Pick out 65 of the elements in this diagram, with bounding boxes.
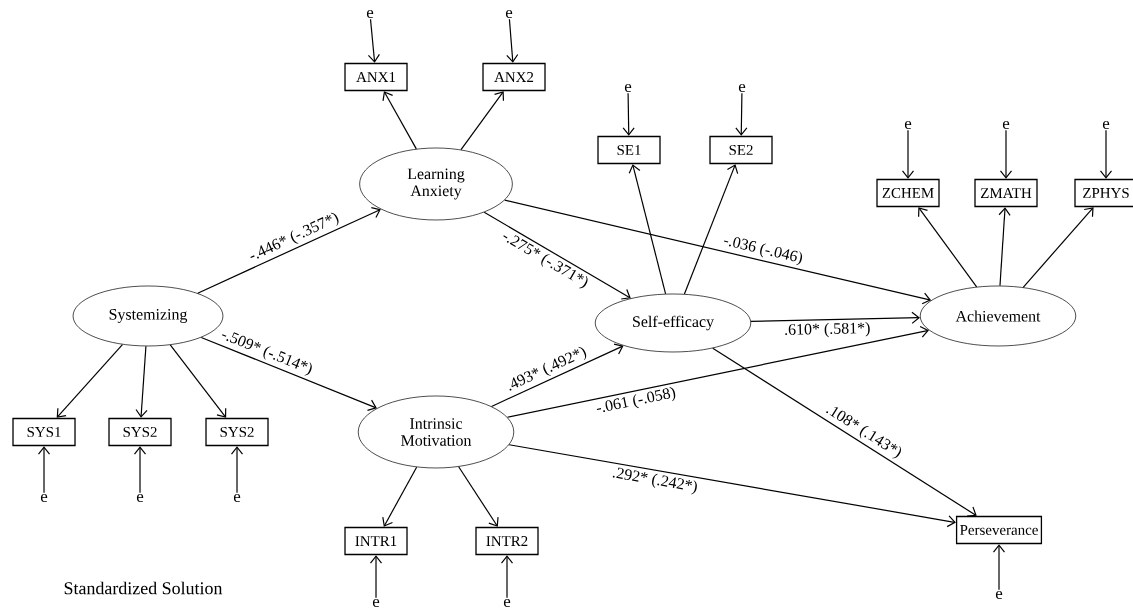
edge-label: .292* (.242*) <box>612 467 697 495</box>
error-term: e <box>503 598 511 608</box>
arrow <box>37 446 51 494</box>
arrow <box>382 91 417 150</box>
indicator-box: SE2 <box>709 135 773 165</box>
arrow <box>999 129 1013 179</box>
arrow <box>169 344 227 418</box>
indicator-box: ZCHEM <box>876 178 940 208</box>
indicator-box: INTR1 <box>344 526 408 556</box>
arrow <box>992 544 1006 591</box>
edge-label: .610* (.581*) <box>785 322 870 338</box>
arrow <box>133 446 147 494</box>
error-term: e <box>1102 120 1110 130</box>
error-term: e <box>40 493 48 503</box>
arrow <box>500 555 514 599</box>
edge-label: -.061 (-.058) <box>596 387 676 413</box>
error-term: e <box>372 598 380 608</box>
error-term: e <box>233 493 241 503</box>
error-term: e <box>904 120 912 130</box>
arrow <box>367 18 380 63</box>
arrow <box>508 444 956 528</box>
indicator-box: ANX2 <box>482 62 546 92</box>
arrow <box>628 164 667 295</box>
arrow <box>901 129 915 179</box>
arrow <box>382 466 418 527</box>
arrow <box>735 92 748 136</box>
error-term: e <box>624 83 632 93</box>
indicator-box: ZPHYS <box>1074 178 1133 208</box>
arrow <box>622 92 635 136</box>
error-term: e <box>738 83 746 93</box>
arrow <box>506 325 929 418</box>
indicator-box: INTR2 <box>475 526 539 556</box>
arrow <box>683 164 739 295</box>
indicator-box: SYS2 <box>108 417 172 447</box>
indicator-box: Perseverance <box>955 515 1043 545</box>
arrow <box>230 446 244 494</box>
error-term: e <box>1002 120 1010 130</box>
error-term: e <box>995 590 1003 600</box>
error-term: e <box>505 9 513 19</box>
error-term: e <box>366 9 374 19</box>
arrow <box>458 466 499 527</box>
indicator-box: ZMATH <box>974 178 1038 208</box>
arrow <box>712 347 977 517</box>
arrow <box>460 91 505 151</box>
indicator-box: ANX1 <box>344 62 408 92</box>
indicator-box: SYS1 <box>12 417 76 447</box>
arrow <box>483 211 631 300</box>
edge-label: -.036 (-.046) <box>723 237 803 266</box>
note-text: Standardized Solution <box>64 581 223 595</box>
arrow <box>135 345 148 418</box>
arrow <box>918 207 978 288</box>
arrow <box>56 343 123 418</box>
arrow <box>490 343 624 408</box>
arrow <box>1099 129 1113 179</box>
arrow <box>998 207 1011 287</box>
arrow <box>750 311 920 324</box>
indicator-box: SYS2 <box>205 417 269 447</box>
arrow <box>506 18 519 63</box>
error-term: e <box>136 493 144 503</box>
indicator-box: SE1 <box>597 135 661 165</box>
arrow <box>197 207 381 294</box>
arrow <box>200 336 377 411</box>
arrow <box>1022 207 1094 288</box>
arrow <box>504 199 932 305</box>
arrow <box>369 555 383 599</box>
